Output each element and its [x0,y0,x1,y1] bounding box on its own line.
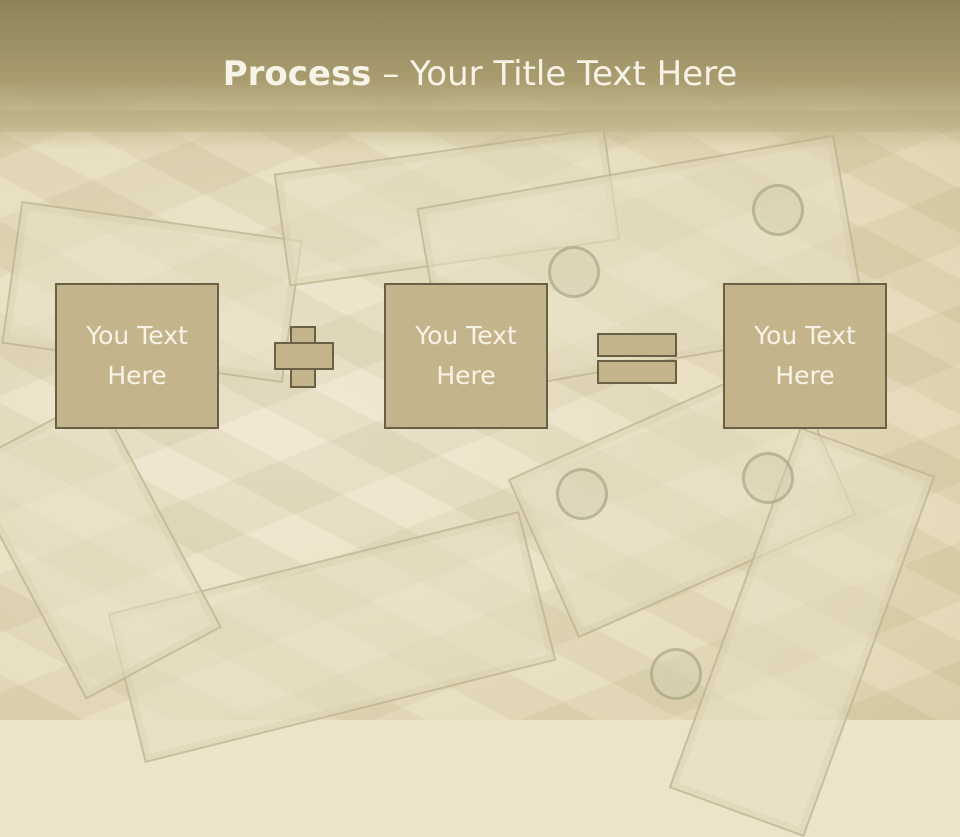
seal-image [650,648,702,700]
slide-title[interactable]: Process – Your Title Text Here [0,52,960,96]
seal-image [742,452,794,504]
title-bold: Process [222,54,372,94]
text-box-label: You Text Here [754,321,856,390]
seal-image [752,184,804,236]
title-banner [0,0,960,150]
text-box-1[interactable]: You Text Here [55,283,219,429]
text-box-2[interactable]: You Text Here [384,283,548,429]
seal-image [556,468,608,520]
text-box-label: You Text Here [86,321,188,390]
title-rest: – Your Title Text Here [371,54,738,94]
text-box-3[interactable]: You Text Here [723,283,887,429]
text-box-label: You Text Here [415,321,517,390]
seal-image [548,246,600,298]
